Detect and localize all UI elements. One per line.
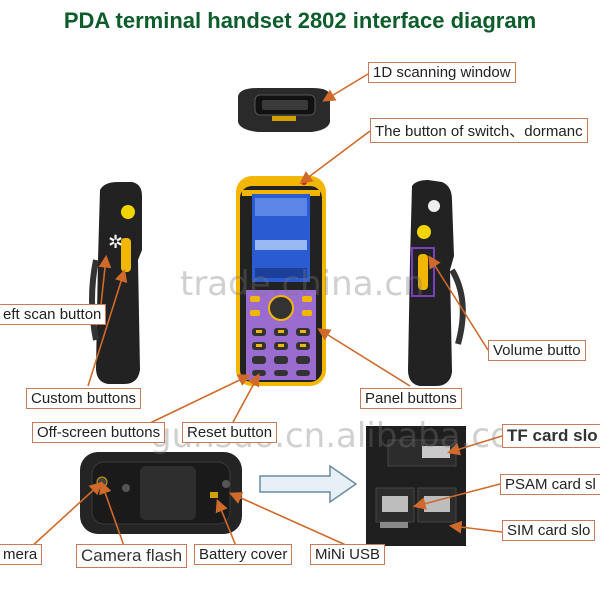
svg-text:✲: ✲: [108, 232, 123, 253]
page-title: PDA terminal handset 2802 interface diag…: [63, 8, 537, 33]
connector-lines: [29, 73, 503, 549]
label-custom-buttons: Custom buttons: [26, 388, 142, 409]
right-side-view: [408, 180, 466, 386]
bottom-device-view: [80, 452, 242, 534]
left-side-view: ✲: [89, 182, 142, 384]
label-offscreen-buttons: Off-screen buttons: [32, 422, 166, 443]
label-psam-card-slot: PSAM card sl: [500, 474, 600, 495]
direction-arrow: [259, 464, 358, 504]
label-scan-window: 1D scanning window: [368, 62, 516, 83]
label-battery-cover: Battery cover: [194, 544, 293, 565]
label-reset-button: Reset button: [182, 422, 278, 443]
scan-head-view: [238, 88, 330, 132]
label-left-scan-button: eft scan button: [0, 304, 107, 325]
label-camera-flash: Camera flash: [76, 544, 188, 568]
label-mini-usb: MiNi USB: [310, 544, 386, 565]
label-tf-card-slot: TF card slo: [502, 424, 600, 448]
label-switch-button: The button of switch、dormanc: [370, 118, 588, 143]
watermark-trade: trade.china.cn: [180, 264, 425, 304]
label-panel-buttons: Panel buttons: [360, 388, 462, 409]
label-volume-button: Volume butto: [488, 340, 586, 361]
label-sim-card-slot: SIM card slo: [502, 520, 596, 541]
front-device-view: [236, 176, 326, 386]
label-camera: mera: [0, 544, 43, 565]
